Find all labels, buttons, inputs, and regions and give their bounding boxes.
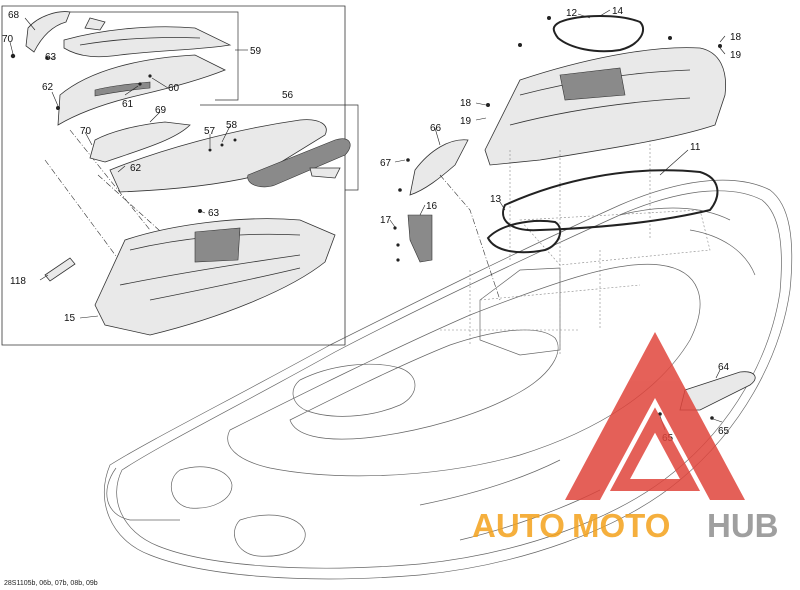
callout-56: 56 bbox=[282, 90, 294, 101]
hull-outline bbox=[103, 179, 793, 580]
part-16-bracket bbox=[393, 214, 433, 263]
leader-lines bbox=[9, 9, 726, 431]
callout-61: 61 bbox=[122, 99, 134, 110]
watermark-word-hub: HUB bbox=[707, 507, 779, 544]
drawing-reference-code: 28S1105b, 06b, 07b, 08b, 09b bbox=[4, 580, 98, 587]
callout-70: 70 bbox=[2, 34, 14, 45]
callout-63: 63 bbox=[208, 208, 220, 219]
part-118-clip bbox=[44, 257, 76, 282]
callout-62: 62 bbox=[130, 163, 142, 174]
callout-63: 63 bbox=[45, 52, 57, 63]
callout-18: 18 bbox=[460, 98, 472, 109]
callout-118: 118 bbox=[10, 276, 26, 287]
callout-65: 65 bbox=[718, 426, 730, 437]
callout-12: 12 bbox=[566, 8, 578, 19]
callout-64: 64 bbox=[718, 362, 730, 373]
callout-18: 18 bbox=[730, 32, 742, 43]
part-11-tub-seal bbox=[486, 169, 719, 254]
callout-13: 13 bbox=[490, 194, 502, 205]
callout-17: 17 bbox=[380, 215, 392, 226]
callout-15: 15 bbox=[64, 313, 76, 324]
inset-frame bbox=[1, 5, 359, 346]
part-12-lid-seal bbox=[552, 15, 645, 53]
part-68-side-trim bbox=[10, 11, 71, 60]
callout-69: 69 bbox=[155, 105, 167, 116]
callout-58: 58 bbox=[226, 120, 238, 131]
callout-62: 62 bbox=[42, 82, 54, 93]
watermark-triangle-icon bbox=[565, 332, 745, 500]
callout-19: 19 bbox=[460, 116, 472, 127]
callout-70: 70 bbox=[80, 126, 92, 137]
callout-16: 16 bbox=[426, 201, 438, 212]
automotohub-watermark: AUTO MOTO HUB bbox=[472, 332, 779, 544]
callout-67: 67 bbox=[380, 158, 392, 169]
callout-19: 19 bbox=[730, 50, 742, 61]
callout-68: 68 bbox=[8, 10, 20, 21]
part-66-bracket bbox=[398, 139, 501, 301]
callout-60: 60 bbox=[168, 83, 180, 94]
callout-labels: 68 70 63 62 61 60 59 69 56 70 57 58 62 6… bbox=[2, 6, 742, 444]
part-69-cover bbox=[89, 121, 191, 163]
part-64-trim bbox=[658, 371, 756, 420]
callout-11: 11 bbox=[690, 142, 701, 153]
part-rear-storage-unit bbox=[484, 16, 726, 260]
part-56-grille-panel bbox=[109, 119, 351, 193]
part-60-deck-panel bbox=[56, 54, 226, 126]
callout-14: 14 bbox=[612, 6, 624, 17]
callout-57: 57 bbox=[204, 126, 216, 137]
watermark-word-moto: MOTO bbox=[572, 507, 670, 544]
callout-66: 66 bbox=[430, 123, 442, 134]
callout-59: 59 bbox=[250, 46, 262, 57]
part-15-storage-bin bbox=[94, 209, 336, 336]
watermark-inner-triangle-icon bbox=[609, 407, 701, 491]
watermark-word-auto: AUTO bbox=[472, 507, 565, 544]
part-59-upper-panel bbox=[63, 17, 232, 58]
